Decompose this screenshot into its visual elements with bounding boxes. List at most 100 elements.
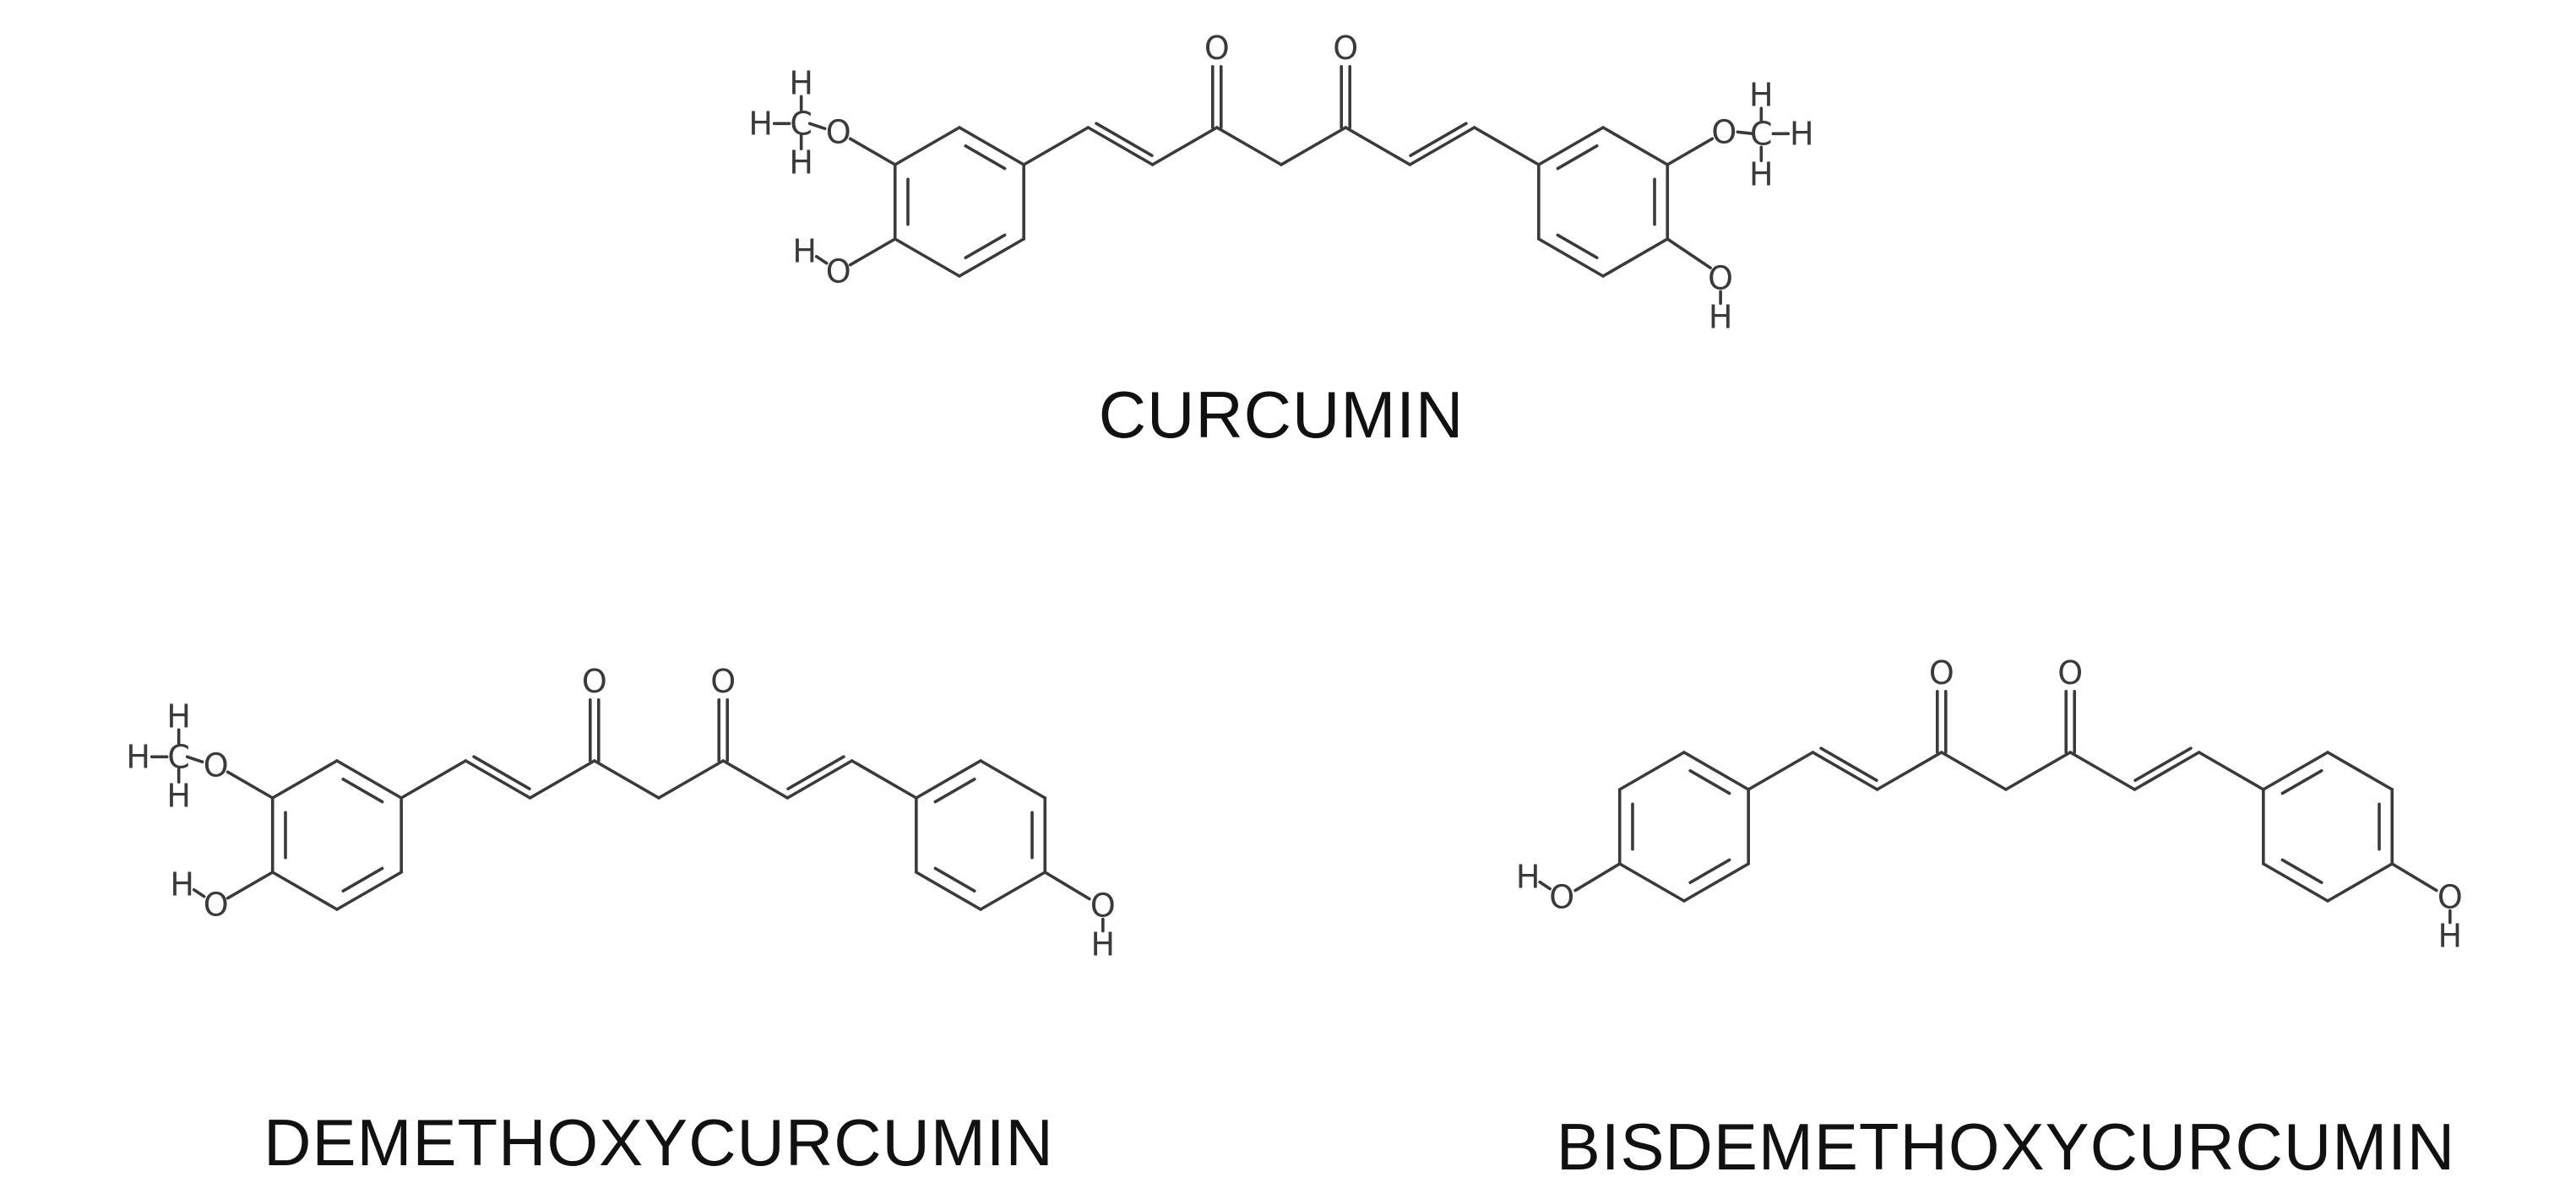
chain-bond — [1939, 751, 2008, 791]
right-ring-double — [933, 778, 976, 804]
left-ring-bond — [1682, 751, 1750, 791]
chain-bond — [1344, 126, 1412, 166]
hydroxyl-oxygen: O — [204, 887, 229, 924]
right-ring-bond — [2262, 751, 2329, 791]
left-ring-bond — [1617, 862, 1686, 903]
hydroxyl-hydrogen: H — [792, 233, 817, 270]
left-ring-bond — [335, 871, 403, 911]
chain-bond — [2197, 751, 2265, 791]
methyl-hydrogen: H — [748, 105, 773, 142]
chain-bond — [1280, 126, 1348, 166]
chain-bond — [657, 759, 726, 800]
methoxy-bond — [1666, 137, 1715, 166]
carbonyl-oxygen: O — [1333, 30, 1358, 67]
alkene-double-bond-inner — [1095, 122, 1154, 158]
chain-bond — [1875, 751, 1943, 791]
caption-demethoxycurcumin: DEMETHOXYCURCUMIN — [264, 1105, 1054, 1180]
right-ring-bond — [915, 871, 982, 911]
chain-bond — [1747, 751, 1815, 791]
alkene-double-bond-inner — [1819, 746, 1878, 783]
alkene-double-bond — [785, 759, 854, 800]
methoxy-bond — [226, 770, 274, 800]
hydroxyl-hydrogen: H — [1709, 298, 1733, 335]
left-ring-bond — [335, 759, 403, 800]
left-ring-bond — [958, 126, 1025, 166]
right-ring-bond — [2262, 862, 2329, 903]
right-ring-bond — [915, 759, 982, 800]
carbonyl-oxygen: O — [1929, 654, 1954, 692]
chain-bond — [850, 759, 918, 800]
alkene-double-bond — [1086, 126, 1155, 166]
hydroxyl-hydrogen: H — [2438, 918, 2463, 955]
methyl-hydrogen: H — [1790, 115, 1814, 152]
carbonyl-oxygen: O — [582, 663, 607, 700]
chain-bond — [721, 759, 790, 800]
hydroxyl-hydrogen: H — [1516, 859, 1541, 896]
left-ring-bond — [1682, 862, 1750, 903]
left-ring-bond — [270, 871, 339, 911]
left-ring-bond — [270, 759, 339, 800]
alkene-double-bond — [1811, 751, 1879, 791]
left-ring-bond — [893, 126, 961, 166]
hydroxyl-bond — [1573, 862, 1622, 892]
right-ring-bond — [1601, 237, 1670, 278]
carbonyl-oxygen: O — [710, 663, 736, 700]
oh-bond — [1538, 880, 1552, 891]
methyl-hydrogen: H — [1749, 76, 1774, 113]
methyl-hydrogen: H — [166, 777, 191, 814]
left-ring-double — [1688, 858, 1731, 884]
alkene-double-bond-inner — [1409, 122, 1468, 158]
chain-bond — [528, 759, 596, 800]
methoxy-oxygen: O — [826, 113, 851, 150]
left-ring-double — [964, 233, 1007, 259]
left-ring-double — [341, 866, 384, 892]
left-ring-double — [1688, 769, 1731, 795]
alkene-double-bond-inner — [2133, 746, 2193, 783]
chain-bond — [592, 759, 660, 800]
chain-bond — [1150, 126, 1219, 166]
left-ring-bond — [1617, 751, 1686, 791]
methoxy-bond — [848, 137, 897, 166]
carbonyl-oxygen: O — [2057, 654, 2083, 692]
chain-bond — [2068, 751, 2137, 791]
methyl-hydrogen: H — [1749, 155, 1774, 193]
chain-bond — [1472, 126, 1541, 166]
chain-bond — [1215, 126, 1283, 166]
right-ring-double — [933, 866, 976, 892]
methoxy-bond — [185, 755, 204, 764]
right-ring-bond — [2326, 862, 2394, 903]
chain-bond — [2004, 751, 2073, 791]
right-ring-bond — [979, 759, 1047, 800]
chain-bond — [399, 759, 468, 800]
left-ring-double — [964, 144, 1007, 171]
methoxy-oxygen: O — [204, 746, 229, 784]
methoxy-bond — [1736, 130, 1755, 136]
methyl-hydrogen: H — [126, 738, 150, 775]
hydroxyl-oxygen: O — [1549, 879, 1574, 916]
alkene-double-bond-inner — [472, 755, 531, 791]
right-ring-bond — [979, 871, 1047, 911]
methoxy-oxygen: O — [1711, 113, 1736, 150]
right-ring-double — [2280, 858, 2323, 884]
methyl-hydrogen: H — [166, 697, 191, 735]
methyl-hydrogen: H — [789, 144, 813, 181]
methoxy-bond — [807, 122, 827, 131]
right-ring-double — [2280, 769, 2323, 795]
hydroxyl-bond — [1666, 237, 1712, 270]
right-ring-bond — [1537, 237, 1605, 278]
right-ring-bond — [1601, 126, 1670, 166]
right-ring-bond — [1537, 126, 1605, 166]
hydroxyl-bond — [226, 871, 274, 900]
left-ring-double — [341, 778, 384, 804]
left-ring-bond — [893, 237, 961, 278]
hydroxyl-bond — [848, 237, 897, 267]
methyl-hydrogen: H — [789, 64, 813, 101]
alkene-double-bond-inner — [786, 755, 845, 791]
alkene-double-bond — [464, 759, 532, 800]
caption-curcumin: CURCUMIN — [1099, 377, 1465, 452]
